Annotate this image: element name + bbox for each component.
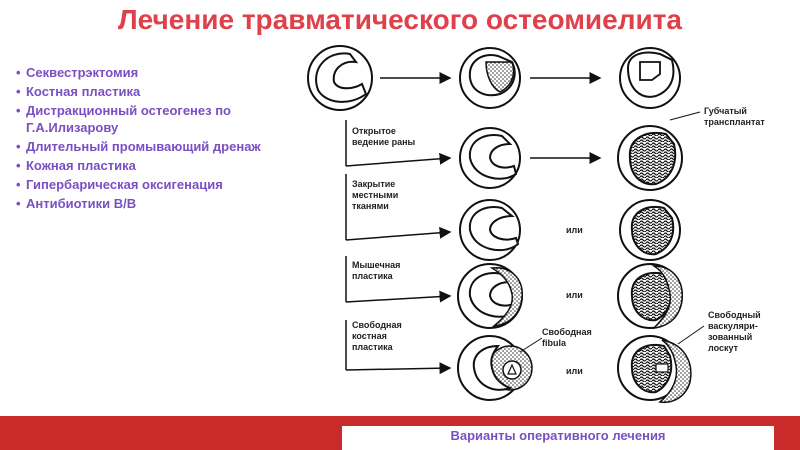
row-separator-bone-bottom [346, 368, 450, 370]
row-separator-muscle-bottom [346, 296, 450, 302]
row-separator-open-bottom [346, 158, 450, 166]
label-free-bone-graft-1: Свободная [352, 320, 402, 330]
label-free-bone-graft-3: пластика [352, 342, 394, 352]
treatment-item-bone-grafting: Костная пластика [16, 83, 278, 100]
treatment-item-iv-antibiotics: Антибиотики В/В [16, 195, 278, 212]
label-free-fibula-1: Свободная [542, 327, 592, 337]
bone-diagram-local-closure [460, 200, 520, 260]
treatment-item-irrigation-drainage: Длительный промывающий дренаж [16, 138, 278, 155]
label-vascularized-flap-3: зованный [708, 332, 752, 342]
label-spongy-graft-2: трансплантат [704, 117, 765, 127]
label-open-wound-2: ведение раны [352, 137, 416, 147]
bone-diagram-closure-graft [620, 200, 680, 260]
bone-diagram-muscle-graft [618, 264, 682, 328]
label-or-3: или [566, 366, 583, 376]
label-vascularized-flap-2: васкуляри- [708, 321, 758, 331]
treatment-list: Секвестрэктомия Костная пластика Дистрак… [16, 64, 278, 214]
connector-graft [670, 112, 700, 120]
label-muscle-flap-1: Мышечная [352, 260, 400, 270]
label-open-wound-1: Открытое [352, 126, 396, 136]
bone-diagram-free-fibula [458, 336, 532, 400]
treatment-item-sequestrectomy: Секвестрэктомия [16, 64, 278, 81]
treatment-item-distraction-osteogenesis: Дистракционный остеогенез по Г.А.Илизаро… [16, 102, 278, 136]
treatment-diagram: Губчатый трансплантат Открытое ведение р… [280, 40, 800, 415]
label-vascularized-flap-1: Свободный [708, 310, 761, 320]
row-separator-close-bottom [346, 232, 450, 240]
slide-title: Лечение травматического остеомиелита [0, 4, 800, 36]
label-local-closure-3: тканями [352, 201, 389, 211]
label-local-closure-1: Закрытие [352, 179, 395, 189]
label-local-closure-2: местными [352, 190, 398, 200]
treatment-item-hyperbaric-oxygen: Гипербарическая оксигенация [16, 176, 278, 193]
connector-fibula [520, 338, 542, 352]
label-free-fibula-2: fibula [542, 338, 567, 348]
label-spongy-graft-1: Губчатый [704, 106, 747, 116]
bone-diagram-vascularized-flap [618, 336, 691, 402]
bone-diagram-debrided [460, 48, 520, 108]
label-or-2: или [566, 290, 583, 300]
bone-diagram-spongy-graft [618, 126, 682, 190]
label-vascularized-flap-4: лоскут [708, 343, 739, 353]
bone-diagram-initial [308, 46, 372, 110]
treatment-item-skin-grafting: Кожная пластика [16, 157, 278, 174]
bone-diagram-open-wound [460, 128, 520, 188]
connector-flap [678, 326, 704, 344]
label-free-bone-graft-2: костная [352, 331, 387, 341]
footer-caption: Варианты оперативного лечения [342, 428, 774, 443]
label-or-1: или [566, 225, 583, 235]
label-muscle-flap-2: пластика [352, 271, 394, 281]
bone-diagram-muscle-flap [458, 264, 522, 328]
bone-diagram-resected [620, 48, 680, 108]
